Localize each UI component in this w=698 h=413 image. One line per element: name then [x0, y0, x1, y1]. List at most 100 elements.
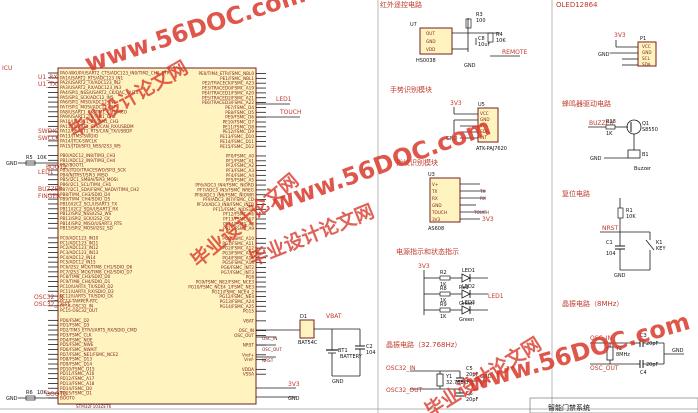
net-osc32-in-left: OSC32_IN [34, 294, 64, 301]
led-ref: LED2 [462, 284, 475, 290]
net-finger-left: FINGER [38, 193, 60, 200]
mcu-right-pin-label: PE3/TRACED0/FSMC_A19 [202, 86, 254, 91]
mcu-right-pin-label: PF2/FSMC_A2 [226, 163, 254, 168]
crystal-y1 [436, 373, 444, 387]
c3-val: 20pF [646, 341, 659, 347]
mcu-left-pin-label: PD13/FSMC_A18 [60, 381, 95, 386]
resistor-r3 [465, 18, 472, 29]
mcu-left-pin-label: PB9/TIM4_CH4/SDIO_D5 [60, 197, 111, 202]
gnd-battery: GND [332, 379, 344, 385]
finger-3v3-net: 3V3 [482, 216, 494, 223]
mcu-chip [57, 67, 257, 405]
reset-section: 复位电路 R1 10K NRST C1 104 K1 KEY GND [562, 189, 666, 279]
r1-ref: R1 [626, 208, 633, 214]
mcu-left-pin-label: PD3/FSMC_CLK [60, 332, 92, 337]
mcu-right-nets: LED1 TOUCH OSC_IN OSC_OUT NRST 3V3 GND [256, 96, 301, 402]
mcu-left-pin-label: PB15/SPI2_MOSI/I2S2_SD [60, 226, 113, 231]
led-resistor [439, 275, 451, 281]
net-swdio: SWDIO [38, 128, 59, 135]
c4-ref: C4 [640, 370, 647, 376]
d1-part: BAT54C [298, 340, 318, 346]
mcu-right-pin-label: PG11/FSMC_NCE4_2 [212, 289, 255, 294]
mcu-right-pin-label: VSSA [243, 372, 254, 377]
gnd-xtal8: GND [672, 348, 684, 354]
finger-pin-rx: RX [432, 196, 438, 201]
mcu-left-pin-label: PD5/FSMC_NWE [60, 342, 94, 347]
mcu-left-pin-label: PD12/FSMC_A17 [60, 376, 95, 381]
mcu-right-pin-label: PF1/FSMC_A1 [226, 158, 254, 163]
mcu-left-pin-label: PA13/JTMS-SWDIO [60, 134, 99, 139]
c4-val: 20pF [646, 362, 659, 368]
mcu-right-pin-label: PE13/FSMC_D10 [220, 134, 254, 139]
osc32-out-net: OSC32_OUT [386, 387, 422, 394]
gnd-buzzer: GND [590, 156, 602, 162]
finger-part: AS608 [428, 226, 444, 232]
mcu-left-pin-label: PC15-OSC32_OUT [60, 308, 98, 313]
mcu-left-pin-label: PB3/JTDO/TRACESWO/SPI3_SCK [60, 168, 126, 173]
c8-val: 10uF [478, 42, 491, 48]
mcu-right-pin-label: PF5/FSMC_A5 [226, 178, 254, 183]
mcu-right-pin-label: PF6/ADC3_IN4/FSMC_NIORD [195, 183, 254, 188]
mcu-right-pin-label: PF7/ADC3_IN5/FSMC_NREG [197, 187, 254, 192]
q1-part: S8550 [642, 127, 658, 133]
vbat-net: VBAT [326, 313, 342, 320]
title-block-text: 智能门禁系统 [548, 403, 590, 412]
d1-ref: D1 [300, 314, 307, 320]
mcu-right-pin-label: PE9/FSMC_D6 [225, 115, 254, 120]
k1-label: KEY [656, 246, 666, 252]
led-resistor-ref: R9 [440, 302, 447, 308]
remote-net: REMOTE [502, 49, 528, 56]
bt1-part: BATTERY [340, 354, 363, 360]
mcu-left-pin-label: PA10/USART1_RX/TIM1_CH3 [60, 119, 119, 124]
mcu-left-pin-label: PC1/ADC123_IN11 [60, 240, 99, 245]
osc-in-net: OSC_IN [590, 335, 612, 342]
net-osc-in-right: OSC_IN [262, 336, 277, 341]
ir-pin-vdd: VDD [426, 47, 435, 52]
led-color: Green [459, 301, 474, 307]
r6-val: 10K [37, 390, 47, 396]
section-title-ir: 红外遥控电路 [380, 0, 422, 9]
oled-pin-sda: SDA [642, 62, 651, 67]
b1-ref: B1 [642, 152, 649, 158]
c1-val: 104 [606, 251, 616, 257]
mcu-right-pin-label: NRST [243, 343, 255, 348]
boot1-net: BOOT1 [46, 164, 67, 171]
finger-pin-vplus: V+ [432, 182, 439, 187]
mcu-left-pin-label: PB10/I2C2_SCL/USART3_TX [60, 201, 117, 206]
finger-pin-tx: TX [431, 189, 438, 194]
led-resistor-val: 1K [440, 298, 447, 304]
mcu-right-pin-label: PE12/FSMC_D9 [223, 129, 255, 134]
oled-gnd-net: GND [598, 52, 610, 58]
osc32-in-net: OSC32_IN [386, 365, 416, 372]
led-resistor-val: 1K [440, 314, 447, 320]
buzzer-section: 蜂鸣器驱动电路 BUZZER R18 1K Q1 S8550 B1 Buzzer… [562, 99, 658, 172]
mcu-left-pin-label: PB0/ADC12_IN8/TIM3_CH3 [60, 153, 116, 158]
gesture-pin-sda: SDA [480, 129, 489, 134]
mcu-left-pin-label: PA4/SPI1_NSS/USART2_CK/DAC_OUT1 [60, 90, 139, 95]
mcu-left-pin-label: PC3/ADC123_IN13 [60, 250, 99, 255]
r4-ref: R4 [496, 32, 503, 38]
mcu-left-pin-label: PD0/FSMC_D2 [60, 318, 90, 323]
resistor-r6 [25, 395, 36, 401]
watermark-url-1: www.56DOC.com [81, 0, 309, 78]
led-diode [461, 289, 471, 299]
mcu-left-pin-label: PC10/UART4_TX/SDIO_D2 [60, 284, 114, 289]
net-buzzer-left: BUZZER [38, 186, 63, 193]
mcu-left-pin-label: PD10/FSMC_D15 [60, 366, 95, 371]
finger-touch-net: TOUCH [473, 210, 489, 215]
mcu-right-pin-label: PG14/FSMC_A25 [220, 304, 255, 309]
c3-ref: C3 [640, 333, 647, 339]
mcu-right-pin-label: PE4/TRACED1/FSMC_A20 [202, 90, 254, 95]
mcu-left-pin-label: PD9/FSMC_D14 [60, 362, 92, 367]
resistor-r1 [617, 207, 624, 219]
mcu-left-pin-label: PC12/UART5_TX/SDIO_CK [60, 294, 113, 299]
oled-pin-scl: SCL [642, 56, 651, 61]
mcu-right-pin-label: Vref- [244, 357, 254, 362]
oled-section: OLED12864 P1 VCC GND SCL SDA 3V3 GND [556, 1, 657, 67]
r5-ref: R5 [26, 155, 33, 161]
mcu-left-pin-label: PC9/TIM8_CH4/SDIO_D1 [60, 279, 111, 284]
led-diode [461, 305, 471, 315]
mcu-left-pin-label: PD15/FSMC_D1 [60, 391, 92, 396]
net-led1-left: LED1 [38, 169, 54, 176]
mcu-left-pin-label: PD4/FSMC_NOE [60, 337, 93, 342]
